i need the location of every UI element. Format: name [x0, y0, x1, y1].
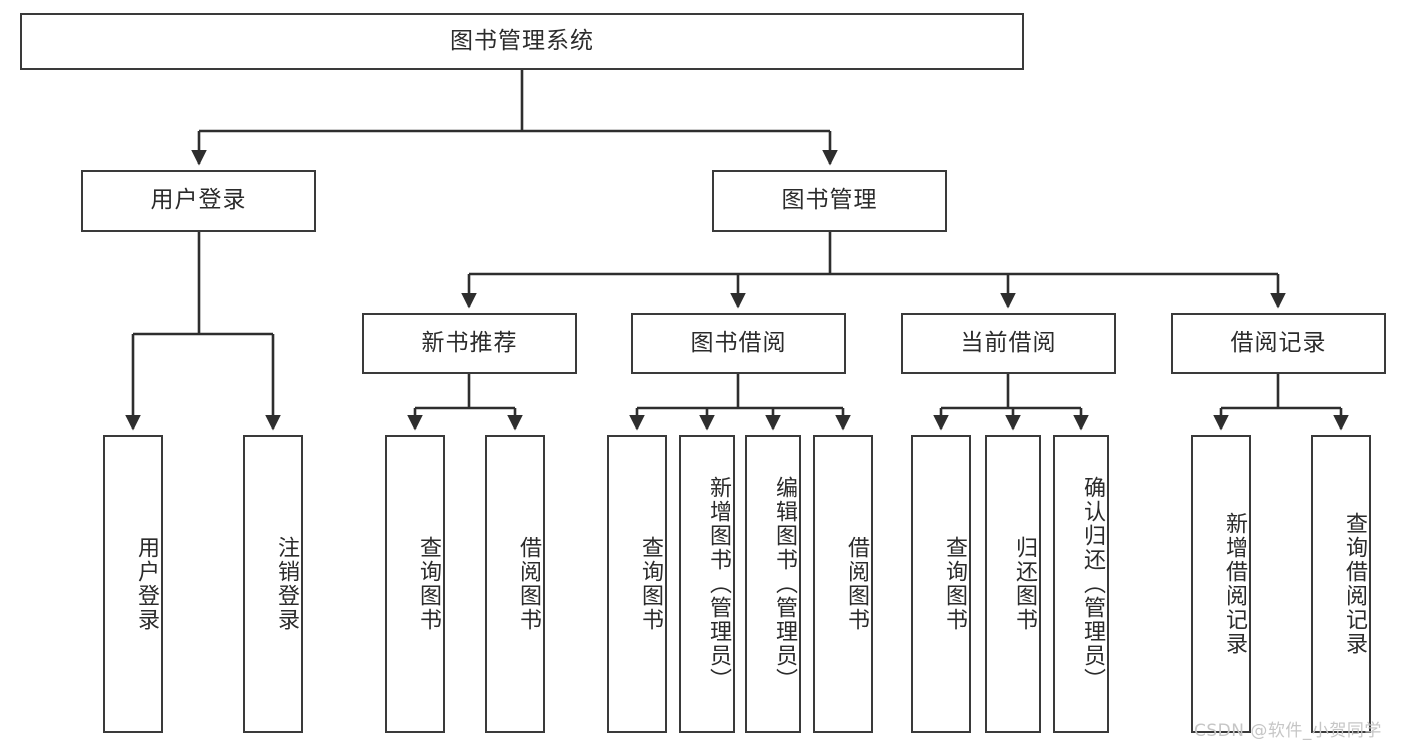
- node-book-management[interactable]: 图书管理: [712, 170, 947, 232]
- leaf-confirm-return-admin-label: 确认归还（管理员）: [1080, 476, 1105, 692]
- node-book-borrow[interactable]: 图书借阅: [631, 313, 846, 374]
- leaf-query-book-borrow[interactable]: 查询图书: [607, 435, 667, 733]
- leaf-edit-book-admin[interactable]: 编辑图书（管理员）: [745, 435, 801, 733]
- leaf-user-login[interactable]: 用户登录: [103, 435, 163, 733]
- leaf-user-login-label: 用户登录: [134, 536, 159, 632]
- node-borrow-record[interactable]: 借阅记录: [1171, 313, 1386, 374]
- node-root[interactable]: 图书管理系统: [20, 13, 1024, 70]
- node-book-borrow-label: 图书借阅: [690, 329, 787, 356]
- leaf-return-book-label: 归还图书: [1012, 536, 1037, 632]
- leaf-query-borrow-record-label: 查询借阅记录: [1342, 512, 1367, 656]
- leaf-add-book-admin-label: 新增图书（管理员）: [706, 476, 731, 692]
- leaf-query-borrow-record[interactable]: 查询借阅记录: [1311, 435, 1371, 733]
- leaf-add-borrow-record[interactable]: 新增借阅记录: [1191, 435, 1251, 733]
- node-root-label: 图书管理系统: [450, 27, 594, 54]
- leaf-logout[interactable]: 注销登录: [243, 435, 303, 733]
- leaf-query-book-current-label: 查询图书: [942, 536, 967, 632]
- node-new-book-recommend[interactable]: 新书推荐: [362, 313, 577, 374]
- node-new-book-recommend-label: 新书推荐: [421, 329, 518, 356]
- csdn-watermark: CSDN @软件_小贺同学: [1194, 721, 1382, 741]
- node-current-borrow-label: 当前借阅: [960, 329, 1057, 356]
- leaf-query-book-newbook[interactable]: 查询图书: [385, 435, 445, 733]
- leaf-logout-label: 注销登录: [274, 536, 299, 632]
- leaf-query-book-newbook-label: 查询图书: [416, 536, 441, 632]
- node-current-borrow[interactable]: 当前借阅: [901, 313, 1116, 374]
- node-borrow-record-label: 借阅记录: [1230, 329, 1327, 356]
- leaf-query-book-current[interactable]: 查询图书: [911, 435, 971, 733]
- leaf-add-book-admin[interactable]: 新增图书（管理员）: [679, 435, 735, 733]
- leaf-confirm-return-admin[interactable]: 确认归还（管理员）: [1053, 435, 1109, 733]
- leaf-add-borrow-record-label: 新增借阅记录: [1222, 512, 1247, 656]
- leaf-return-book[interactable]: 归还图书: [985, 435, 1041, 733]
- node-user-login[interactable]: 用户登录: [81, 170, 316, 232]
- leaf-borrow-book-newbook[interactable]: 借阅图书: [485, 435, 545, 733]
- leaf-query-book-borrow-label: 查询图书: [638, 536, 663, 632]
- node-user-login-label: 用户登录: [150, 187, 247, 214]
- leaf-borrow-book[interactable]: 借阅图书: [813, 435, 873, 733]
- node-book-management-label: 图书管理: [781, 187, 878, 214]
- leaf-borrow-book-newbook-label: 借阅图书: [516, 536, 541, 632]
- leaf-edit-book-admin-label: 编辑图书（管理员）: [772, 476, 797, 692]
- leaf-borrow-book-label: 借阅图书: [844, 536, 869, 632]
